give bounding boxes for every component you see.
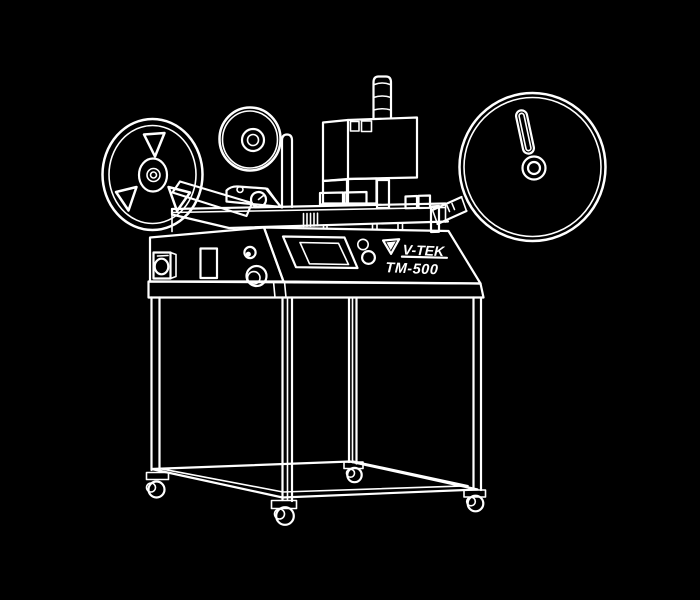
head-vent-1 <box>349 120 360 132</box>
switch-box-side <box>169 251 177 280</box>
takeup-reel <box>458 91 607 243</box>
spoke-cutout-left <box>114 185 138 212</box>
takeup-hub-inner <box>526 160 542 176</box>
panel-slot <box>199 247 219 280</box>
spoke-cutout-right <box>167 185 192 213</box>
model-number: TM-500 <box>385 260 439 278</box>
caster-plate <box>270 499 298 510</box>
logo-triangle-icon <box>382 238 401 255</box>
caster-right <box>463 489 487 513</box>
caster-hub <box>465 496 477 507</box>
base-band-joints <box>272 280 287 299</box>
brand-name: V-TEK <box>402 241 445 259</box>
air-cylinder <box>372 75 393 120</box>
indicator-lamp-dot <box>245 251 251 257</box>
slot-outer <box>514 109 536 155</box>
panel-button-round <box>361 250 377 266</box>
guide-ticks <box>446 202 456 213</box>
takeup-reel-inner-rim <box>463 96 602 238</box>
supply-reel <box>101 117 204 232</box>
supply-hub-ring <box>146 167 161 183</box>
head-side-face <box>321 118 350 183</box>
control-knob-inner <box>246 270 261 285</box>
track-top-edge <box>170 202 447 211</box>
console <box>147 226 485 299</box>
caster-hub <box>145 482 157 493</box>
guide-bottom-edge <box>436 209 468 226</box>
supply-hub-hole <box>149 171 158 179</box>
head-vent-2 <box>360 120 373 133</box>
supply-reel-outer-rim <box>101 117 204 232</box>
switch-box-notch <box>156 254 169 257</box>
machine-stand <box>145 296 487 526</box>
reel-arm <box>171 180 283 233</box>
leg-front-right <box>281 296 294 503</box>
switch-knob <box>153 257 170 276</box>
spool-hub-outer <box>240 127 266 153</box>
power-switch <box>152 251 177 280</box>
feed-roller-mark <box>257 194 265 201</box>
head-front-face <box>346 116 419 181</box>
spoke-cutout-top <box>142 131 166 158</box>
caster-plate <box>463 489 487 498</box>
spool-outer <box>218 106 282 172</box>
caster-front-left <box>145 471 170 499</box>
guide-caps <box>431 196 468 225</box>
bottom-shelf-outer <box>150 460 479 499</box>
track-hatch <box>302 212 319 228</box>
supply-reel-inner-rim <box>108 124 197 225</box>
logo-triangle-fill <box>386 241 396 251</box>
cylinder-seam-3 <box>372 107 392 111</box>
track-block-4 <box>417 194 432 210</box>
brand-logo: V-TEK TM-500 <box>382 238 449 278</box>
bracket-screw <box>236 185 244 194</box>
supply-hub-outer <box>137 157 169 193</box>
track-top-inner <box>171 206 447 214</box>
track-block-1 <box>318 191 345 206</box>
cover-tape-spool <box>218 106 294 209</box>
caster-plate <box>145 471 170 481</box>
track-support-3 <box>397 222 404 231</box>
caster-front-right <box>270 499 298 526</box>
caster-wheel <box>275 506 295 526</box>
caster-wheel <box>147 480 166 499</box>
track-block-3 <box>404 194 419 210</box>
logo-underline <box>400 255 449 259</box>
takeup-hub-outer <box>521 155 547 181</box>
caster-back <box>343 461 364 484</box>
switch-box <box>152 251 172 280</box>
slot-inner <box>518 112 532 152</box>
track-block-2 <box>343 190 368 206</box>
cylinder-seam-2 <box>372 95 392 99</box>
spool-tape-edge <box>221 110 279 169</box>
spool-hub-inner <box>246 133 260 147</box>
bottom-shelf-inner <box>160 460 469 493</box>
arm-body <box>171 180 254 218</box>
caster-hub <box>345 468 356 479</box>
touchscreen-display <box>299 241 350 266</box>
taping-head <box>321 75 419 210</box>
cylinder-seam-1 <box>373 82 391 86</box>
takeup-reel-outer-rim <box>458 91 607 243</box>
touchscreen-bezel <box>281 235 359 270</box>
guide-top-edge <box>431 195 463 212</box>
leg-back <box>347 296 358 465</box>
track-bottom-edge <box>170 207 450 230</box>
indicator-lamp <box>243 245 257 260</box>
bracket-edge <box>266 187 282 208</box>
caster-hub <box>273 508 286 520</box>
takeup-reel-slot <box>514 109 536 155</box>
tape-exit-guide <box>431 195 468 226</box>
control-knob <box>245 264 268 288</box>
tape-track <box>170 190 450 234</box>
panel-button-small <box>356 238 369 251</box>
spool-post <box>280 133 294 209</box>
console-base-band <box>147 280 485 299</box>
leg-right <box>472 296 483 492</box>
leg-front-left <box>150 296 161 474</box>
